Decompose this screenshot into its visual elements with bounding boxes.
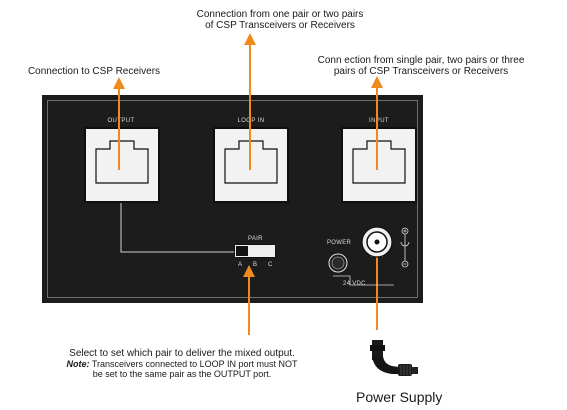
note-text1: Transceivers connected to LOOP IN port m… — [91, 359, 298, 369]
input-callout-line2: pairs of CSP Transceivers or Receivers — [333, 66, 509, 77]
pair-selector-switch[interactable] — [234, 244, 276, 258]
panel-inner-border — [47, 100, 418, 298]
voltage-label: 24 VDC — [343, 281, 366, 287]
input-jack[interactable] — [341, 127, 417, 203]
output-callout: Connection to CSP Receivers — [27, 66, 161, 77]
pair-position-c: C — [268, 262, 273, 268]
port-label-input: INPUT — [369, 118, 389, 124]
pair-switch-title: PAIR — [248, 236, 263, 242]
rj45-jack-icon — [352, 140, 406, 184]
loop-in-callout-line1: Connection from one pair or two pairs — [196, 9, 364, 20]
output-to-switch-line — [120, 203, 234, 253]
loop-in-callout: Connection from one pair or two pairs of… — [150, 9, 410, 31]
power-bracket-line — [333, 275, 394, 286]
input-callout: Conn ection from single pair, two pairs … — [278, 55, 564, 77]
power-led-label: POWER — [327, 240, 352, 246]
note-text2: be set to the same pair as the OUTPUT po… — [92, 369, 272, 379]
note-line1: Note: Transceivers connected to LOOP IN … — [20, 359, 344, 369]
power-supply-plug-icon — [370, 340, 418, 376]
input-callout-line1: Conn ection from single pair, two pairs … — [317, 55, 525, 66]
port-label-output: OUTPUT — [107, 118, 135, 124]
note-label: Note: — [66, 359, 90, 369]
power-supply-label: Power Supply — [356, 389, 443, 405]
pair-switch-knob[interactable] — [236, 246, 248, 256]
pair-select-line: Select to set which pair to deliver the … — [69, 348, 295, 359]
pair-position-a: A — [238, 262, 243, 268]
pair-select-callout: Select to set which pair to deliver the … — [20, 348, 344, 379]
rj45-jack-icon — [95, 140, 149, 184]
output-jack[interactable] — [84, 127, 160, 203]
rj45-jack-icon — [224, 140, 278, 184]
power-led-icon — [328, 253, 348, 273]
dc-power-jack-icon — [361, 226, 393, 258]
polarity-symbol-icon — [400, 227, 410, 268]
loop-in-callout-line2: of CSP Transceivers or Receivers — [205, 20, 355, 31]
